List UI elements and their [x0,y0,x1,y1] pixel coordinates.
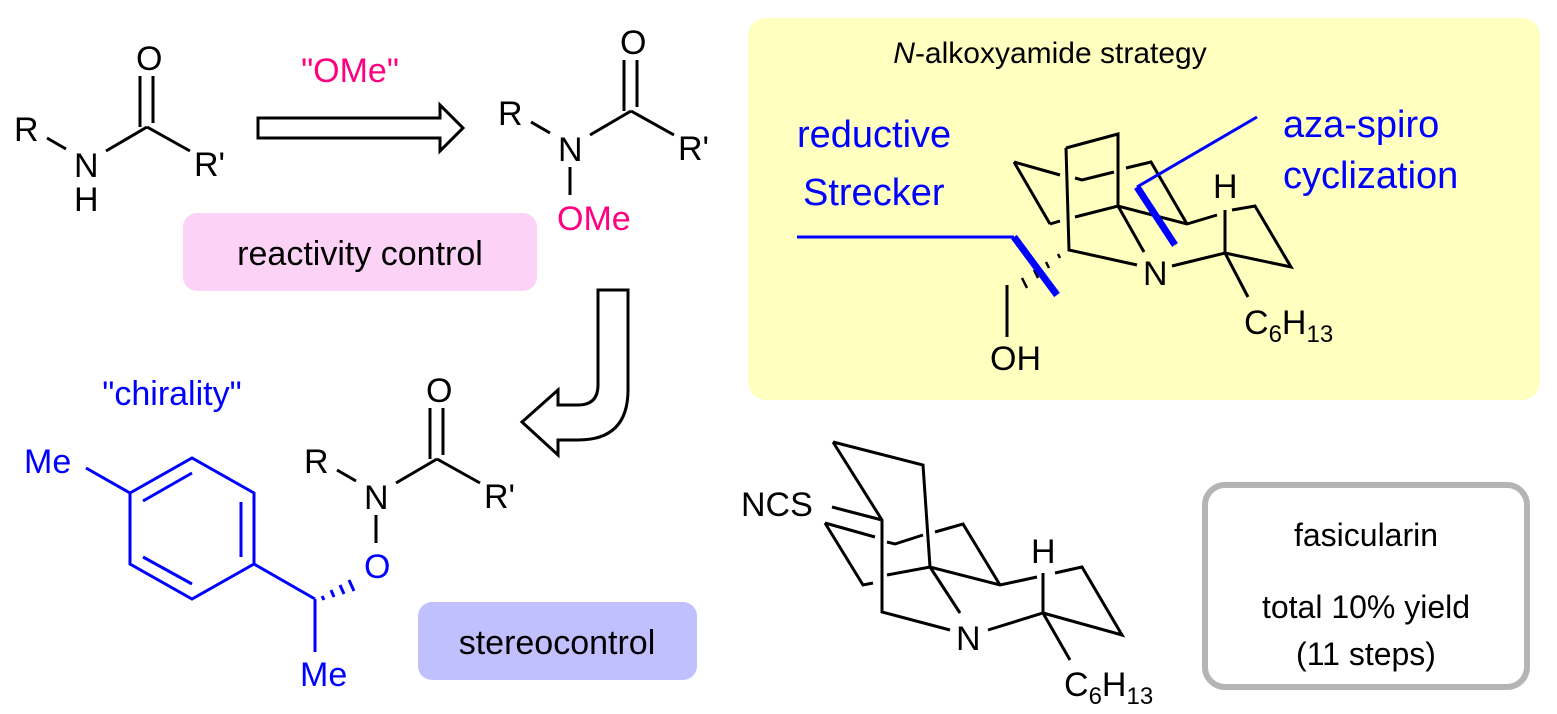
hashed-bond [1020,253,1062,289]
title-rest: -alkoxyamide strategy [915,37,1207,70]
chiral-alkoxyamide: "chirality" Me Me O R N O R' [24,372,515,694]
hydroxyl: OH [990,340,1041,378]
atom-r-prime: R' [484,478,515,516]
atom-r-prime: R' [194,146,225,184]
ome-reagent-label: "OMe" [301,52,399,90]
atom-n: N [956,620,981,658]
n-methoxyamide: R N OMe O R' [498,24,709,238]
stereocontrol-box [418,602,697,680]
hollow-curved-arrow [519,288,630,459]
reductive-strecker-label-1: reductive [797,114,951,156]
hexyl-chain: C6H13 [1244,304,1333,348]
atom-n: N [1143,255,1168,293]
fasicularin-box [1202,482,1530,690]
atom-o: O [136,40,162,78]
reactivity-control-box [183,213,537,291]
title-italic: N [893,37,915,70]
secondary-amide: R N H O R' [14,40,225,219]
atom-n: N [364,479,389,517]
reductive-strecker-label-2: Strecker [803,172,945,214]
stereocontrol-label: stereocontrol [459,624,656,662]
atom-r-prime: R' [678,130,709,168]
compound-name: fasicularin [1294,517,1438,553]
atom-r: R [14,111,39,149]
atom-r: R [498,95,523,133]
strategy-panel [748,18,1540,400]
atom-o: O [426,372,452,410]
atom-o: O [620,24,646,62]
isothiocyanate: NCS [741,486,813,524]
benzene-ring [128,456,256,601]
fasicularin-structure: NCS N H C6H13 [741,440,1153,710]
step-count: (11 steps) [1296,636,1436,672]
chiral-methyl: Me [300,656,347,694]
aza-spiro-pointer [1136,115,1258,189]
atom-h: H [74,181,99,219]
strecker-bond-highlight [1011,234,1060,298]
hollow-right-arrow [256,101,466,155]
reactivity-control-label: reactivity control [237,235,483,273]
total-yield: total 10% yield [1262,589,1470,625]
aza-spiro-label-1: aza-spiro [1283,104,1439,146]
aza-spiro-label-2: cyclization [1283,155,1458,197]
atom-n: N [558,131,583,169]
aryl-methyl: Me [24,443,71,481]
strategy-title: N-alkoxyamide strategy [893,37,1206,70]
hashed-bond [320,579,356,601]
hexyl-chain: C6H13 [1064,666,1153,710]
atom-r: R [304,443,329,481]
intermediate-structure: N H OH C6H13 [797,115,1333,378]
atom-n: N [74,147,99,185]
atom-h: H [1031,533,1056,571]
atom-o-link: O [364,548,390,586]
atom-h: H [1213,168,1238,206]
aza-spiro-bond-highlight [1134,185,1178,247]
methoxy-group: OMe [557,200,631,238]
chirality-label: "chirality" [102,375,241,413]
